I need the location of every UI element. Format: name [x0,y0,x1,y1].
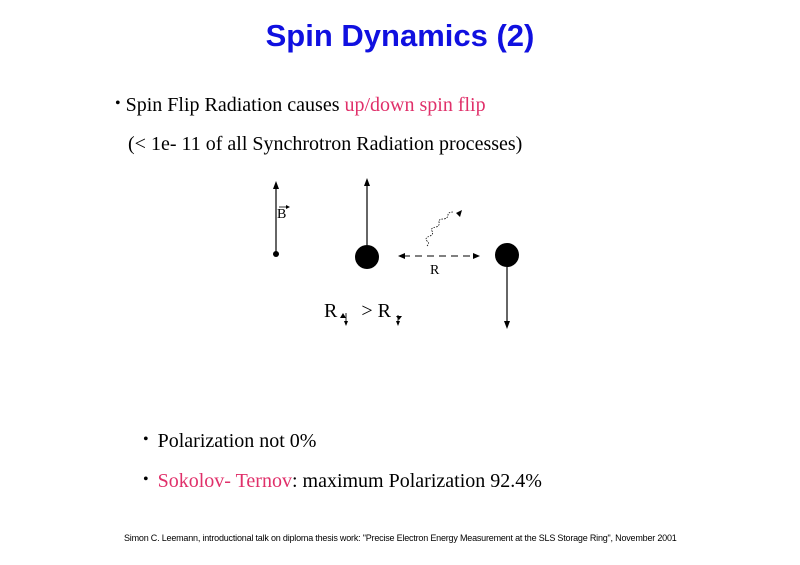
photon-arrow-head [456,210,462,217]
relation-left: R [324,300,338,322]
field-arrow-origin [273,251,279,257]
bullet-dot: • [143,471,149,488]
spin-down-arrow-head [504,321,510,329]
radiation-relation: R > R [324,300,391,323]
bullet-sokolov-ternov: • Sokolov- Ternov: maximum Polarization … [143,470,542,493]
electron-spin-up [355,245,379,269]
field-label: B [277,207,287,222]
subscript-up-mark [340,313,346,318]
spin-flip-highlight: up/down spin flip [344,94,486,116]
subscript-up-head [344,321,348,326]
bullet-dot: • [143,431,149,448]
bullet-dot: • [115,95,121,112]
fraction-note: (< 1e- 11 of all Synchrotron Radiation p… [128,133,523,155]
polarization-text: Polarization not 0% [157,430,317,452]
bullet-line-spin-flip: • Spin Flip Radiation causes up/down spi… [115,94,486,117]
distance-label: R [430,263,440,278]
footer-citation: Simon C. Leemann, introductional talk on… [124,533,677,543]
sokolov-ternov-highlight: Sokolov- Ternov [157,470,292,492]
vector-bar-head [286,205,290,209]
subscript-down-head [396,321,400,326]
spin-up-arrow-head [364,178,370,186]
transition-arrow-left [398,253,405,259]
max-polarization-text: : maximum Polarization 92.4% [291,470,542,492]
field-arrow-head [273,181,279,189]
photon-wave [425,211,454,247]
electron-spin-down [495,243,519,267]
subscript-down-mark [396,316,402,320]
transition-arrow-right [473,253,480,259]
bullet-polarization: • Polarization not 0% [143,430,316,453]
page-title: Spin Dynamics (2) [265,18,535,53]
spin-flip-text: Spin Flip Radiation causes [125,94,345,116]
relation-right: > R [361,300,391,322]
